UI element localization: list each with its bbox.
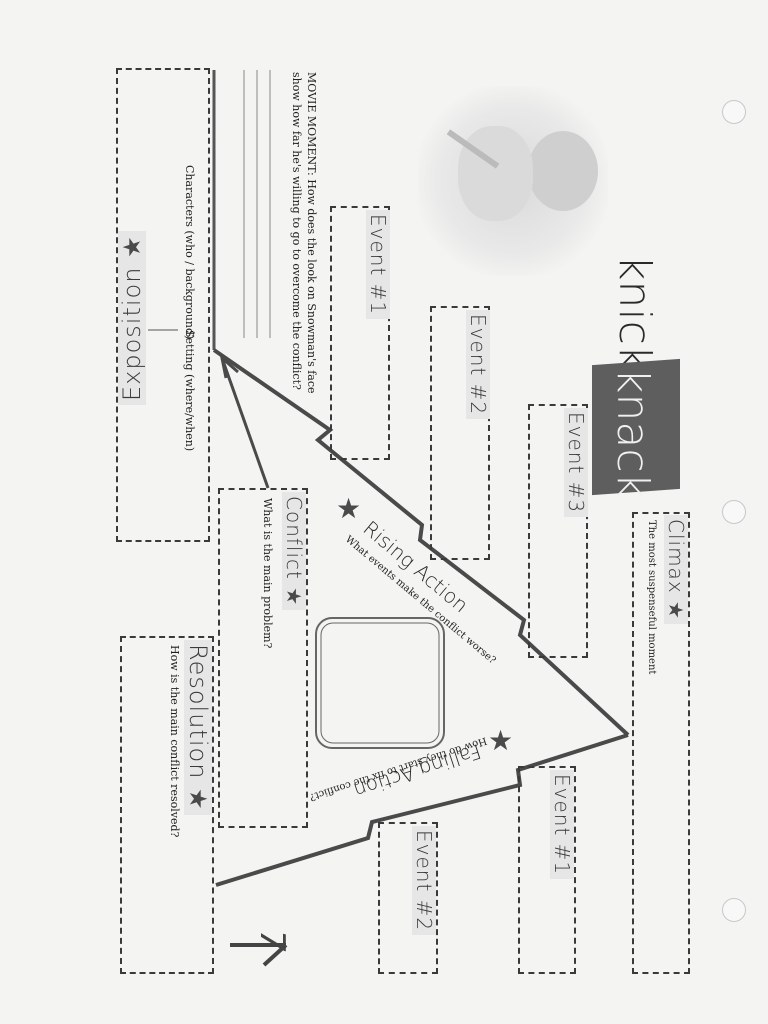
title-knick: knick: [609, 255, 660, 371]
climax-heading: Climax ★: [664, 515, 688, 624]
falling-event-2-label: Event #2: [412, 826, 436, 936]
climax-heading-text: Climax: [664, 519, 688, 594]
title-knack: knack: [607, 368, 658, 499]
resolution-star-icon: ★: [184, 788, 212, 811]
rising-action-star-icon: ★: [336, 492, 362, 525]
resolution-heading: Resolution ★: [184, 640, 212, 815]
conflict-heading: Conflict ★: [282, 492, 306, 611]
rising-event-3-box[interactable]: [528, 404, 588, 658]
resolution-prompt: How is the main conflict resolved?: [168, 645, 181, 838]
climax-prompt: The most suspenseful moment: [646, 520, 657, 675]
falling-action-star-icon: ★: [488, 724, 514, 757]
exposition-heading: Exposition ★: [118, 231, 146, 405]
movie-moment-line-1: MOVIE MOMENT: How does the look on Snowm…: [305, 72, 318, 394]
binder-hole-bottom: [722, 898, 746, 922]
snowman-body: [458, 126, 533, 221]
exposition-heading-text: Exposition: [118, 266, 146, 401]
climax-star-icon: ★: [664, 601, 688, 620]
exposition-box[interactable]: [116, 68, 210, 542]
binder-hole-middle: [722, 500, 746, 524]
conflict-star-icon: ★: [282, 587, 306, 607]
conflict-box[interactable]: [218, 488, 308, 828]
exposition-characters-label: Characters (who / background): [183, 165, 196, 340]
conflict-prompt: What is the main problem?: [261, 498, 274, 649]
exposition-setting-label: Setting (where/when): [183, 330, 196, 452]
resolution-heading-text: Resolution: [184, 644, 212, 780]
rising-event-3-label: Event #3: [564, 408, 588, 518]
exposition-star-icon: ★: [118, 235, 146, 258]
rising-event-2-box[interactable]: [430, 306, 490, 560]
snowman-head: [528, 131, 598, 211]
falling-event-1-label: Event #1: [550, 770, 574, 880]
page-number: 7: [252, 930, 292, 952]
snowman-image: [418, 86, 608, 276]
movie-moment-line-2: show how far he's willing to go to overc…: [290, 72, 303, 390]
falling-event-2-box[interactable]: [378, 822, 438, 974]
falling-event-1-box[interactable]: [518, 766, 576, 974]
rising-event-2-label: Event #2: [466, 310, 490, 420]
rising-event-1-label: Event #1: [366, 210, 390, 320]
resolution-box[interactable]: [120, 636, 214, 974]
conflict-heading-text: Conflict: [282, 496, 306, 580]
climax-box[interactable]: [632, 512, 690, 974]
rising-event-1-box[interactable]: [330, 206, 390, 460]
binder-hole-top: [722, 100, 746, 124]
